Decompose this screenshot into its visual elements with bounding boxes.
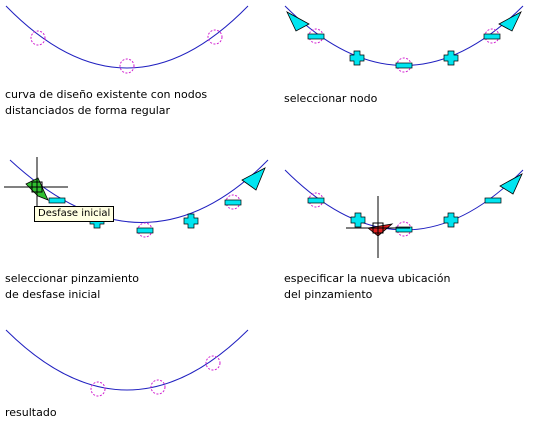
design-curve (5, 5, 249, 69)
node-grip (136, 227, 154, 234)
caption-line: seleccionar pinzamiento (5, 272, 140, 285)
end-grip-right (241, 167, 266, 191)
end-grip-right (499, 173, 523, 195)
node-grip (224, 199, 242, 206)
node-marker (90, 381, 106, 397)
caption-panel-3: seleccionar pinzamiento de desfase inici… (5, 271, 139, 303)
caption-line: distanciados de forma regular (5, 104, 171, 117)
caption-line: de desfase inicial (5, 288, 101, 301)
end-grip-left (286, 11, 310, 32)
node-grip (483, 33, 501, 40)
panel-3 (4, 157, 269, 238)
node-grip (307, 33, 325, 40)
panel-2 (284, 5, 524, 73)
panel-4 (284, 169, 524, 258)
panel-1 (5, 5, 249, 74)
caption-line: seleccionar nodo (284, 92, 378, 105)
node-grip (484, 197, 502, 204)
caption-line: del pinzamiento (284, 288, 373, 301)
node-marker (119, 58, 135, 74)
node-grip (307, 197, 325, 204)
caption-line: especificar la nueva ubicación (284, 272, 451, 285)
caption-panel-5: resultado (5, 405, 57, 421)
caption-panel-4: especificar la nueva ubicación del pinza… (284, 271, 450, 303)
end-grip-right (498, 11, 522, 32)
node-marker (150, 379, 166, 395)
caption-panel-1: curva de diseño existente con nodos dist… (5, 87, 207, 119)
tooltip-start-offset: Desfase inicial (34, 206, 115, 222)
node-marker (205, 355, 221, 371)
node-grip (48, 197, 66, 204)
node-grip (395, 226, 413, 233)
caption-line: curva de diseño existente con nodos (5, 88, 208, 101)
node-marker (207, 29, 223, 45)
panel-5 (5, 329, 249, 397)
plus-grip (443, 50, 459, 66)
caption-line: resultado (5, 406, 57, 419)
plus-grip (350, 212, 366, 228)
plus-grip (349, 50, 365, 66)
node-marker (30, 30, 46, 46)
crosshair-cursor-icon (4, 157, 68, 214)
design-curve (9, 159, 269, 223)
plus-grip (443, 212, 459, 228)
caption-panel-2: seleccionar nodo (284, 91, 377, 107)
design-curve (5, 329, 249, 391)
crosshair-cursor-icon (346, 196, 410, 258)
plus-grip (183, 213, 199, 229)
node-grip (395, 62, 413, 69)
